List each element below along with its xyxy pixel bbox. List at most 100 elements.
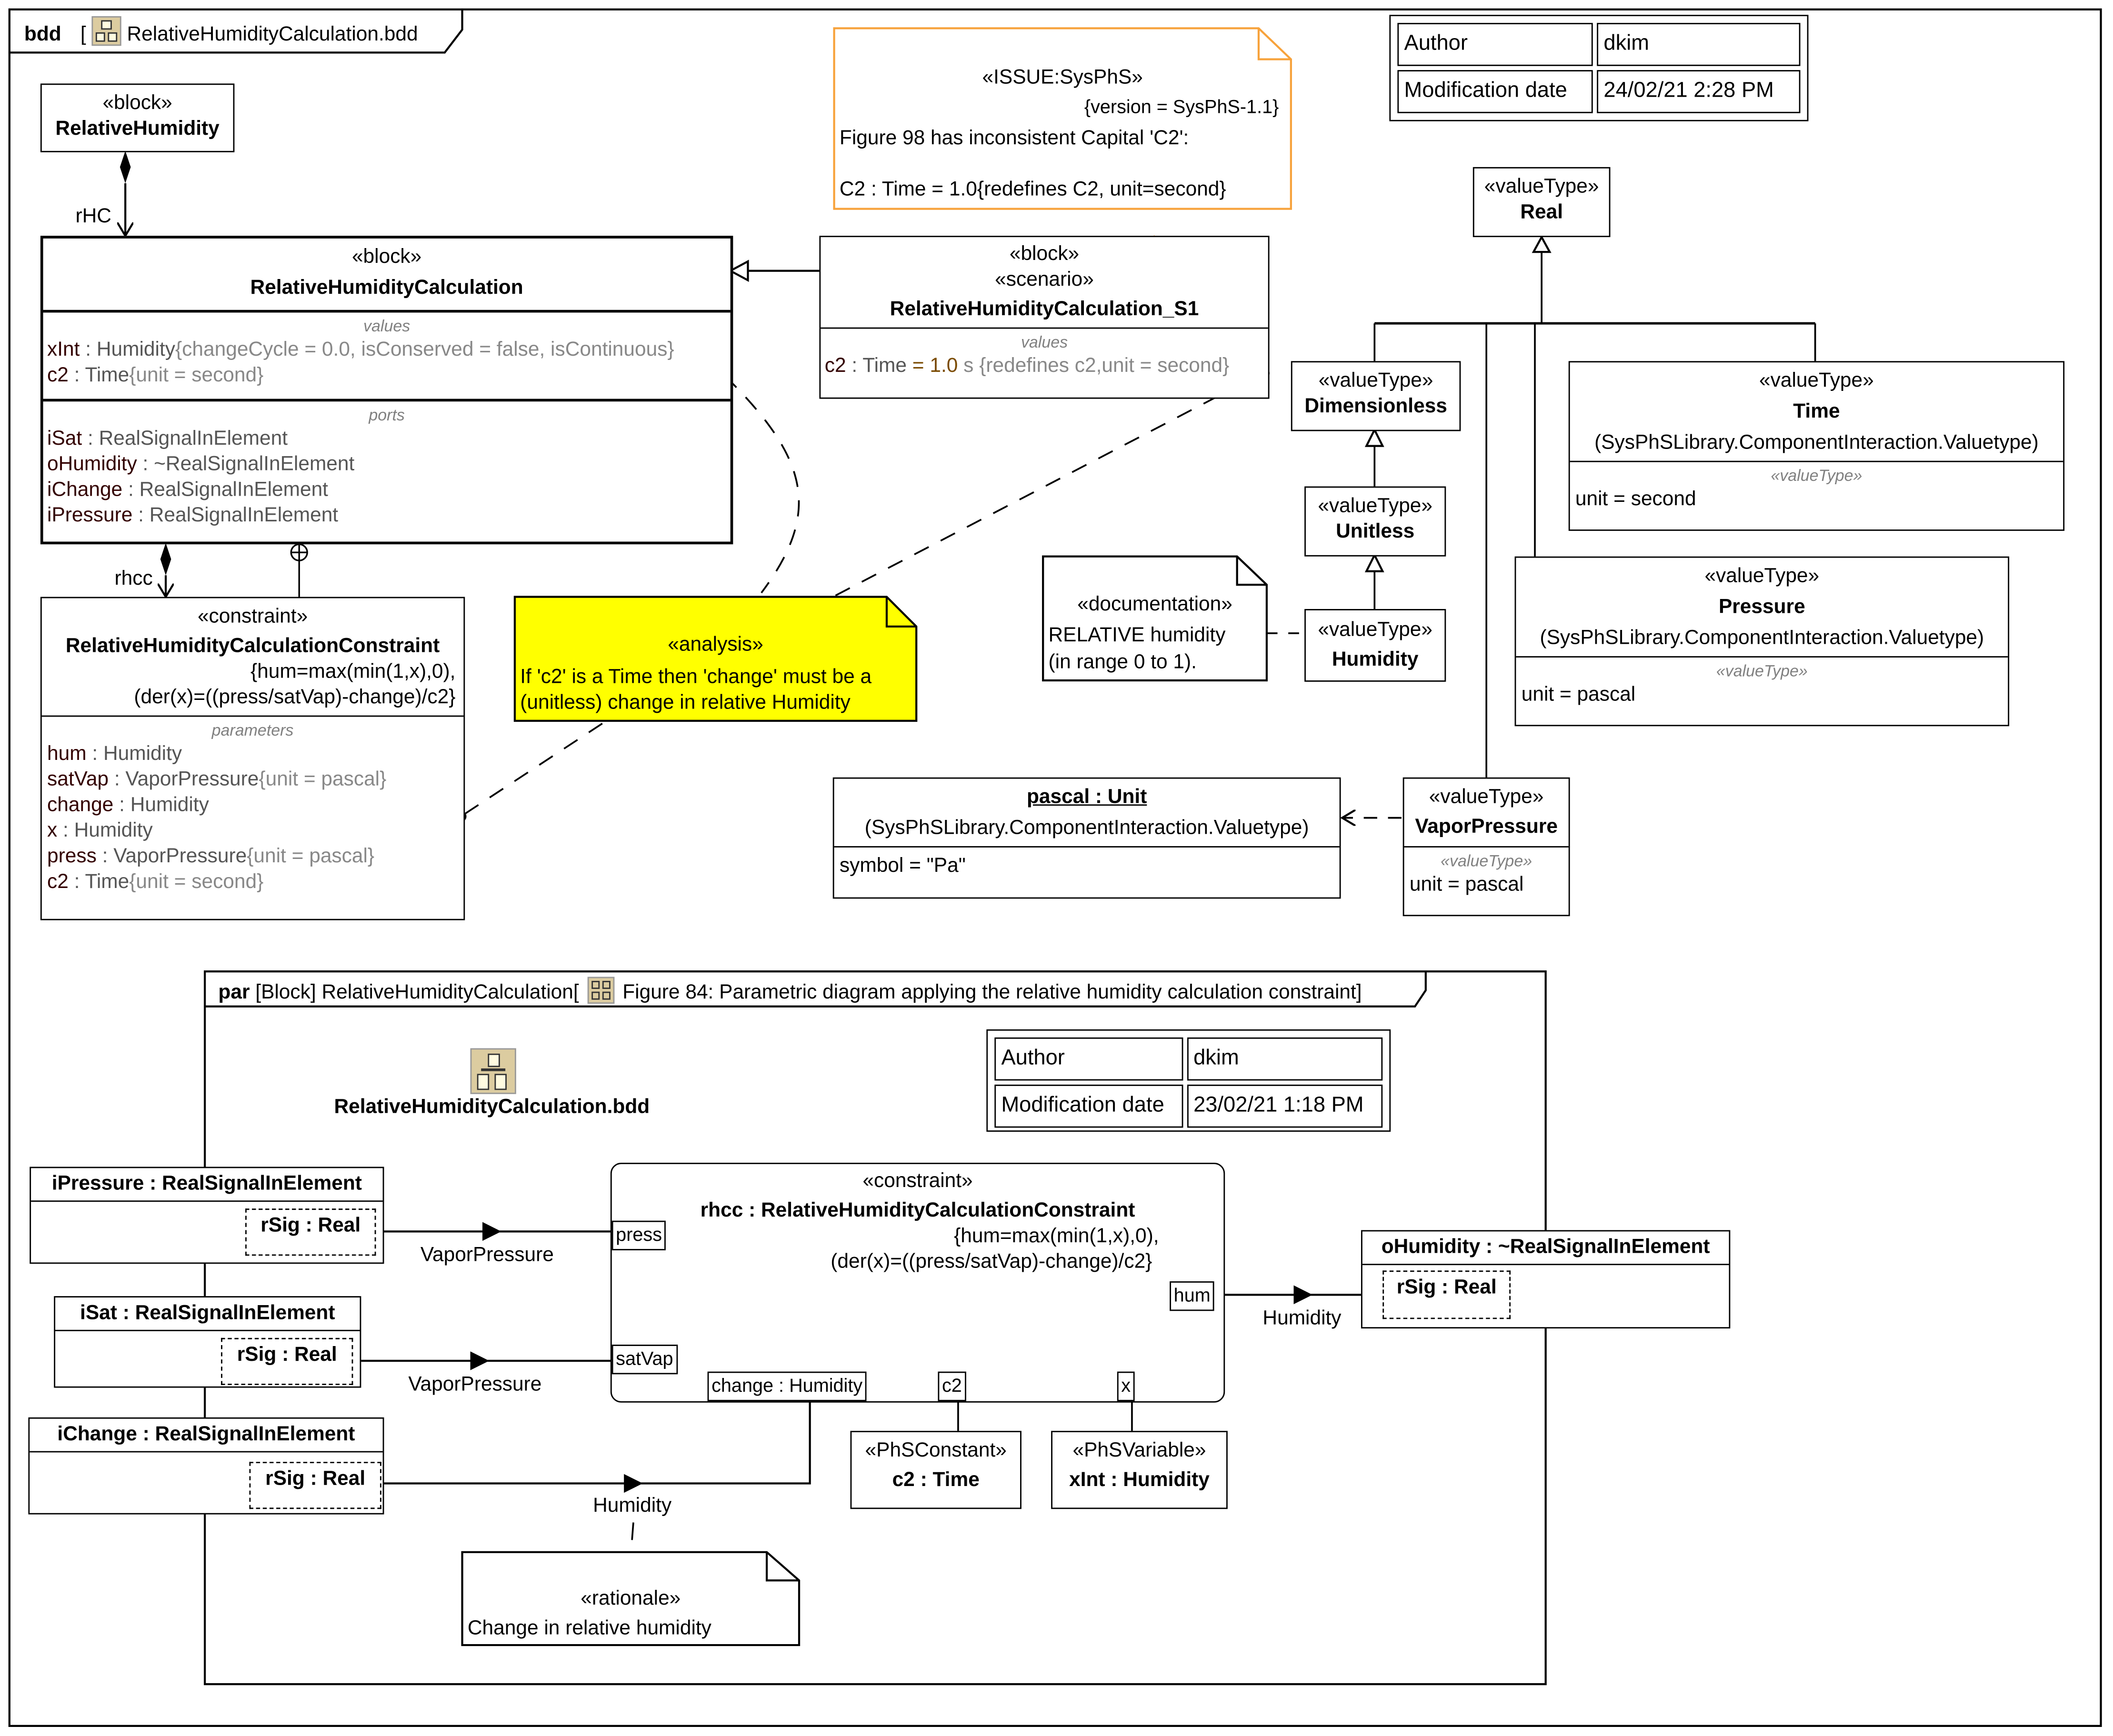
stereotype: «analysis» [668, 633, 763, 657]
analysis-note[interactable]: «analysis» If 'c2' is a Time then 'chang… [513, 596, 918, 722]
part-isat[interactable]: iSat : RealSignalInElement [54, 1296, 361, 1388]
phs-constant-c2[interactable]: «PhSConstant» c2 : Time [850, 1431, 1021, 1509]
compartment-label: «valueType» [1441, 851, 1532, 870]
block-relative-humidity[interactable]: «block» RelativeHumidity [40, 83, 235, 152]
value-property[interactable]: c2 : Time = 1.0 s {redefines c2,unit = s… [824, 354, 1230, 378]
stereotype: «block» [351, 245, 422, 269]
type-name: Time [1793, 400, 1840, 423]
block-name: RelativeHumidity [55, 117, 220, 140]
stereotype: «ISSUE:SysPhS» [982, 66, 1143, 89]
value-property[interactable]: xInt : Humidity{changeCycle = 0.0, isCon… [47, 338, 674, 361]
stereotype: «valueType» [1318, 494, 1433, 518]
frame-title: Figure 84: Parametric diagram applying t… [622, 981, 1362, 1004]
stereotype: «valueType» [1318, 369, 1433, 392]
phs-variable-xint[interactable]: «PhSVariable» xInt : Humidity [1051, 1431, 1228, 1509]
diagram-icon [91, 16, 121, 46]
frame-context: [Block] RelativeHumidityCalculation[ [255, 981, 579, 1004]
note-text: RELATIVE humidity [1048, 624, 1226, 647]
note-text: (unitless) change in relative Humidity [520, 691, 851, 714]
port-rsig[interactable]: rSig : Real [249, 1462, 381, 1509]
meta-row: Author dkim [994, 1037, 1383, 1081]
documentation-note[interactable]: «documentation» RELATIVE humidity (in ra… [1041, 555, 1268, 682]
bdd-frame-tab [9, 9, 463, 54]
parameter[interactable]: c2 : Time{unit = second} [47, 870, 264, 894]
parameter[interactable]: change : Humidity [47, 793, 209, 817]
real-generalization-arrowhead [1532, 235, 1552, 253]
constraint-block[interactable]: «constraint» RelativeHumidityCalculation… [40, 597, 465, 920]
port-name: rSig : Real [260, 1214, 361, 1237]
parameters-compartment: parameters hum : Humidity satVap : Vapor… [41, 715, 464, 898]
flow-label: VaporPressure [420, 1243, 554, 1267]
stereotype: «scenario» [995, 268, 1094, 291]
param-port-press[interactable]: press [611, 1220, 666, 1250]
param-port-c2[interactable]: c2 [938, 1371, 966, 1401]
bdd-diagram-link-icon[interactable] [470, 1048, 516, 1094]
valuetype-vapor-pressure[interactable]: «valueType» VaporPressure «valueType» un… [1402, 777, 1570, 917]
param-port-change[interactable]: change : Humidity [707, 1371, 867, 1401]
note-text: If 'c2' is a Time then 'change' must be … [520, 665, 872, 688]
meta-key: Author [994, 1037, 1183, 1081]
block-name: RelativeHumidityCalculationConstraint [65, 634, 440, 658]
note-shape [513, 596, 918, 722]
stereotype: «valueType» [1759, 369, 1874, 392]
parameter[interactable]: press : VaporPressure{unit = pascal} [47, 845, 375, 868]
stereotype: «rationale» [581, 1587, 681, 1610]
port-property[interactable]: iSat : RealSignalInElement [47, 427, 288, 450]
valuetype-real[interactable]: «valueType» Real [1472, 167, 1611, 238]
port-name: rSig : Real [265, 1467, 366, 1490]
valuetype-dimensionless[interactable]: «valueType» Dimensionless [1291, 361, 1461, 431]
type-name: Humidity [1332, 648, 1419, 671]
valuetype-unitless[interactable]: «valueType» Unitless [1304, 486, 1446, 557]
unit-property[interactable]: unit = second [1575, 488, 1696, 511]
part-ipressure[interactable]: iPressure : RealSignalInElement [30, 1167, 384, 1264]
unit-property[interactable]: unit = pascal [1409, 873, 1524, 896]
port-property[interactable]: oHumidity : ~RealSignalInElement [47, 452, 355, 476]
compartment-label: values [1021, 332, 1068, 352]
block-scenario[interactable]: «block» «scenario» RelativeHumidityCalcu… [819, 236, 1270, 399]
port-rsig[interactable]: rSig : Real [221, 1337, 353, 1385]
param-port-x[interactable]: x [1117, 1371, 1135, 1401]
slot-value[interactable]: symbol = "Pa" [839, 854, 966, 878]
bdd-diagram-link[interactable]: RelativeHumidityCalculation.bdd [334, 1095, 650, 1118]
part-title: oHumidity : ~RealSignalInElement [1362, 1231, 1729, 1266]
port-rsig[interactable]: rSig : Real [245, 1208, 376, 1256]
issue-note[interactable]: «ISSUE:SysPhS» {version = SysPhS-1.1} Fi… [833, 27, 1292, 210]
param-port-hum[interactable]: hum [1170, 1281, 1215, 1311]
port-property[interactable]: iPressure : RealSignalInElement [47, 504, 339, 527]
unit-property[interactable]: unit = pascal [1521, 683, 1636, 706]
note-text: Figure 98 has inconsistent Capital 'C2': [839, 126, 1189, 150]
valuetype-time[interactable]: «valueType» Time (SysPhSLibrary.Componen… [1568, 361, 2065, 531]
stereotype: «valueType» [1484, 175, 1599, 198]
meta-key: Modification date [994, 1084, 1183, 1128]
flow-change [382, 1401, 811, 1485]
part-ohumidity[interactable]: oHumidity : ~RealSignalInElement [1361, 1230, 1731, 1329]
port-rsig[interactable]: rSig : Real [1382, 1270, 1511, 1319]
stereotype: «PhSConstant» [865, 1439, 1007, 1462]
valuetype-compartment: «valueType» unit = pascal [1404, 846, 1569, 900]
parameter[interactable]: hum : Humidity [47, 742, 182, 766]
parameter[interactable]: satVap : VaporPressure{unit = pascal} [47, 768, 387, 791]
compartment-label: values [363, 316, 411, 336]
param-port-satvap[interactable]: satVap [611, 1345, 678, 1375]
property-name: c2 : Time [892, 1468, 980, 1492]
analysis-anchor-line [724, 375, 800, 594]
block-relative-humidity-calculation[interactable]: «block» RelativeHumidityCalculation valu… [40, 236, 733, 545]
compartment-label: parameters [211, 720, 294, 740]
part-ichange[interactable]: iChange : RealSignalInElement [28, 1417, 384, 1515]
part-title: iSat : RealSignalInElement [55, 1297, 360, 1331]
valuetype-pressure[interactable]: «valueType» Pressure (SysPhSLibrary.Comp… [1514, 556, 2010, 727]
value-property[interactable]: c2 : Time{unit = second} [47, 364, 264, 387]
port-name: rSig : Real [237, 1343, 337, 1367]
note-shape [1042, 555, 1268, 682]
instance-pascal-unit[interactable]: pascal : Unit (SysPhSLibrary.ComponentIn… [832, 777, 1341, 899]
type-name: Pressure [1718, 595, 1805, 619]
role-label: rHC [75, 205, 111, 228]
rationale-note[interactable]: «rationale» Change in relative humidity [461, 1551, 801, 1646]
type-name: VaporPressure [1415, 815, 1558, 838]
parameter[interactable]: x : Humidity [47, 819, 153, 842]
compartment-label: ports [369, 405, 405, 425]
constraint-property-rhcc[interactable]: «constraint» rhcc : RelativeHumidityCalc… [610, 1163, 1225, 1403]
valuetype-humidity[interactable]: «valueType» Humidity [1304, 609, 1446, 682]
port-property[interactable]: iChange : RealSignalInElement [47, 478, 328, 501]
